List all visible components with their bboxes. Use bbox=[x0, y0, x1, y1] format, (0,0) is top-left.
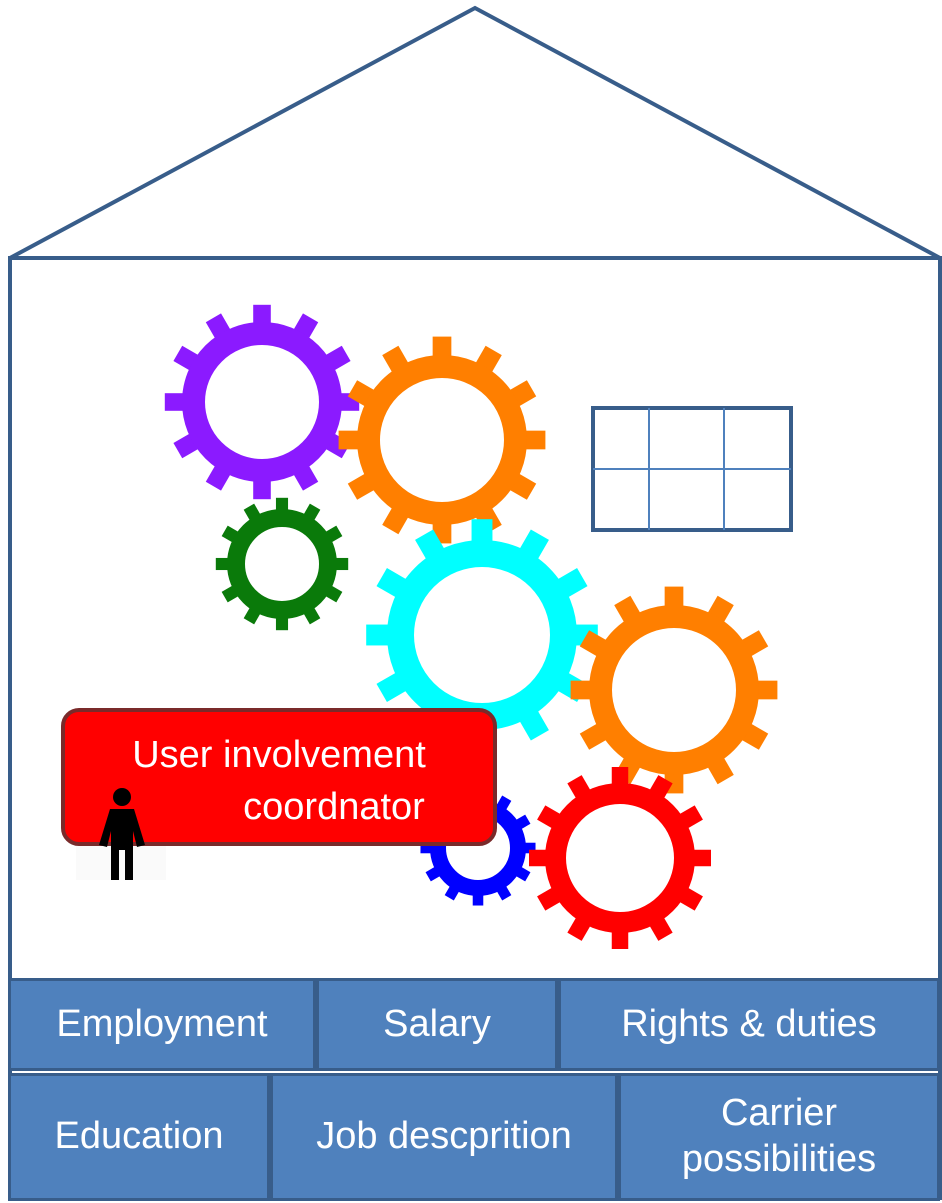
gear-green-icon bbox=[215, 497, 349, 631]
window bbox=[591, 406, 793, 532]
coordinator-box: User involvement coordnator bbox=[61, 708, 497, 846]
gear-red-icon bbox=[529, 767, 711, 949]
coordinator-label-line2: coordnator bbox=[243, 786, 425, 828]
block-job-description: Job descprition bbox=[270, 1073, 618, 1201]
block-education: Education bbox=[8, 1073, 270, 1201]
block-rights-duties: Rights & duties bbox=[558, 978, 940, 1071]
block-carrier-possibilities: Carrier possibilities bbox=[618, 1073, 940, 1201]
coordinator-label-line1: User involvement bbox=[132, 734, 426, 776]
gear-purple-icon bbox=[164, 304, 360, 500]
gear-orange-right-icon bbox=[570, 586, 778, 794]
block-salary: Salary bbox=[316, 978, 558, 1071]
gear-orange-top-icon bbox=[338, 336, 546, 544]
block-employment: Employment bbox=[8, 978, 316, 1071]
house-roof bbox=[9, 5, 941, 260]
gears bbox=[164, 304, 778, 949]
